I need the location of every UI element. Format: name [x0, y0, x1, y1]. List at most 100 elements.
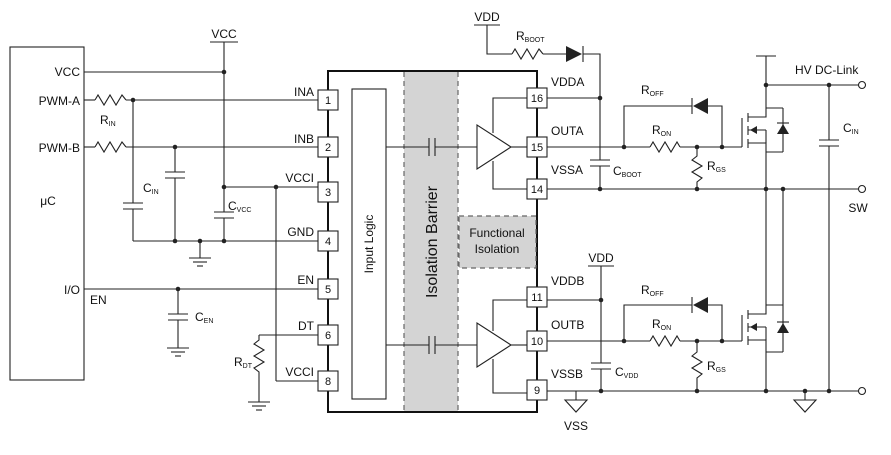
r-dt-resistor: RDT: [234, 335, 270, 411]
left-pin-2: 2 INB: [294, 132, 339, 158]
svg-text:8: 8: [325, 376, 331, 388]
r-on-a-resistor: [649, 140, 681, 154]
svg-text:4: 4: [325, 236, 331, 248]
left-pin-8: 8 VCCI: [285, 365, 339, 392]
svg-text:INB: INB: [294, 132, 314, 146]
c-in-right-label: CIN: [843, 121, 859, 136]
svg-text:5: 5: [325, 284, 331, 296]
output-buffer-b: [476, 299, 527, 394]
c-boot-label: CBOOT: [613, 164, 642, 179]
right-pin-9: 9 VSSB: [526, 367, 583, 401]
right-pin-10: 10 OUTB: [526, 318, 584, 352]
output-buffer-a: [476, 97, 527, 190]
hv-dc-link-label: HV DC-Link: [795, 63, 859, 77]
boot-diode: [566, 46, 584, 62]
input-logic-block: [351, 88, 387, 400]
off-diode-b: [691, 297, 708, 313]
mcu-pin-io-label: I/O: [64, 283, 80, 297]
c-en-label: CEN: [195, 310, 213, 325]
gate-driver-ic: Isolation Barrier Input Logic Functional…: [285, 70, 584, 413]
r-boot-resistor: [511, 47, 544, 61]
svg-text:VSSB: VSSB: [551, 367, 583, 381]
en-net-label: EN: [90, 293, 107, 307]
svg-text:10: 10: [531, 336, 543, 348]
left-pin-4: 4 GND: [287, 225, 339, 252]
functional-isolation-label-1: Functional: [469, 226, 524, 240]
svg-text:VSSA: VSSA: [551, 163, 583, 177]
svg-text:14: 14: [531, 184, 543, 196]
svg-text:VCCI: VCCI: [285, 171, 314, 185]
c-vdd-capacitor: CVDD: [591, 300, 638, 394]
left-pin-1: 1 INA: [294, 85, 339, 111]
r-on-b-resistor: [649, 334, 681, 348]
input-logic-label: Input Logic: [362, 215, 376, 274]
c-vcc-label: CVCC: [228, 199, 251, 214]
right-pin-16: 16 VDDA: [526, 75, 584, 109]
svg-text:DT: DT: [298, 319, 315, 333]
svg-text:INA: INA: [294, 85, 314, 99]
microcontroller-box: [9, 46, 85, 381]
c-in-b-capacitor: [165, 147, 185, 241]
sw-node-label: SW: [848, 201, 868, 215]
svg-text:GND: GND: [287, 225, 314, 239]
r-boot-label: RBOOT: [516, 29, 545, 44]
c-in-left-label: CIN: [143, 181, 159, 196]
vdd-low-label: VDD: [588, 251, 614, 265]
mcu-pin-pwm-b-label: PWM-B: [39, 141, 80, 155]
right-pin-11: 11 VDDB: [526, 274, 584, 308]
svg-text:2: 2: [325, 142, 331, 154]
r-gs-b-resistor: [690, 341, 704, 391]
svg-text:OUTB: OUTB: [551, 318, 584, 332]
off-diode-a: [691, 98, 708, 114]
r-gs-b-label: RGS: [707, 359, 726, 374]
output-side-wiring: VDD RBOOT CBOOT ROFF: [474, 10, 868, 433]
microcontroller-label: μC: [40, 194, 56, 208]
c-in-left-capacitor: CIN: [123, 100, 159, 241]
c-in-right-capacitor: CIN: [819, 85, 859, 391]
vdd-top-label: VDD: [474, 10, 500, 24]
isolation-barrier-label: Isolation Barrier: [424, 185, 441, 298]
r-on-a-label: RON: [652, 123, 671, 138]
functional-isolation-label-2: Isolation: [475, 242, 520, 256]
svg-text:16: 16: [531, 93, 543, 105]
svg-text:3: 3: [325, 187, 331, 199]
svg-text:6: 6: [325, 330, 331, 342]
r-in-label: RIN: [100, 113, 116, 128]
functional-isolation-region: [458, 215, 537, 269]
svg-text:15: 15: [531, 142, 543, 154]
isolation-barrier-region: [404, 72, 458, 411]
svg-text:11: 11: [531, 292, 542, 304]
vss-label: VSS: [564, 419, 588, 433]
left-pin-6: 6 DT: [298, 319, 339, 346]
r-gs-a-resistor: [690, 147, 704, 189]
left-pin-3: 3 VCCI: [285, 171, 339, 203]
vcc-supply-label: VCC: [211, 27, 237, 41]
right-pin-14: 14 VSSA: [526, 163, 583, 200]
input-side-wiring: VCC CVCC RIN C: [84, 27, 318, 411]
mcu-pin-pwm-a-label: PWM-A: [39, 94, 80, 108]
r-off-a-label: ROFF: [641, 83, 664, 98]
c-vcc-capacitor: CVCC: [214, 187, 251, 241]
c-vdd-label: CVDD: [615, 365, 638, 380]
r-in-b-resistor: [94, 140, 127, 154]
svg-text:9: 9: [534, 385, 540, 397]
vss-ground-symbol: VSS: [563, 391, 589, 433]
svg-text:EN: EN: [297, 273, 314, 287]
ground-symbol-input: [189, 257, 211, 267]
r-off-b-label: ROFF: [641, 283, 664, 298]
low-side-mosfet: [741, 189, 789, 391]
r-in-a-resistor: [94, 93, 127, 107]
left-pin-5: 5 EN: [297, 273, 339, 300]
svg-text:VDDA: VDDA: [551, 75, 584, 89]
svg-text:1: 1: [325, 95, 331, 107]
power-ground-symbol: [792, 391, 818, 413]
r-dt-label: RDT: [234, 355, 253, 370]
svg-text:OUTA: OUTA: [551, 124, 583, 138]
mcu-pin-vcc-label: VCC: [55, 65, 81, 79]
r-gs-a-label: RGS: [707, 159, 726, 174]
microcontroller-block: μC VCC PWM-A PWM-B I/O: [9, 46, 85, 381]
c-boot-capacitor: CBOOT: [590, 98, 642, 192]
c-en-capacitor: CEN: [167, 289, 213, 357]
svg-text:VDDB: VDDB: [551, 274, 584, 288]
